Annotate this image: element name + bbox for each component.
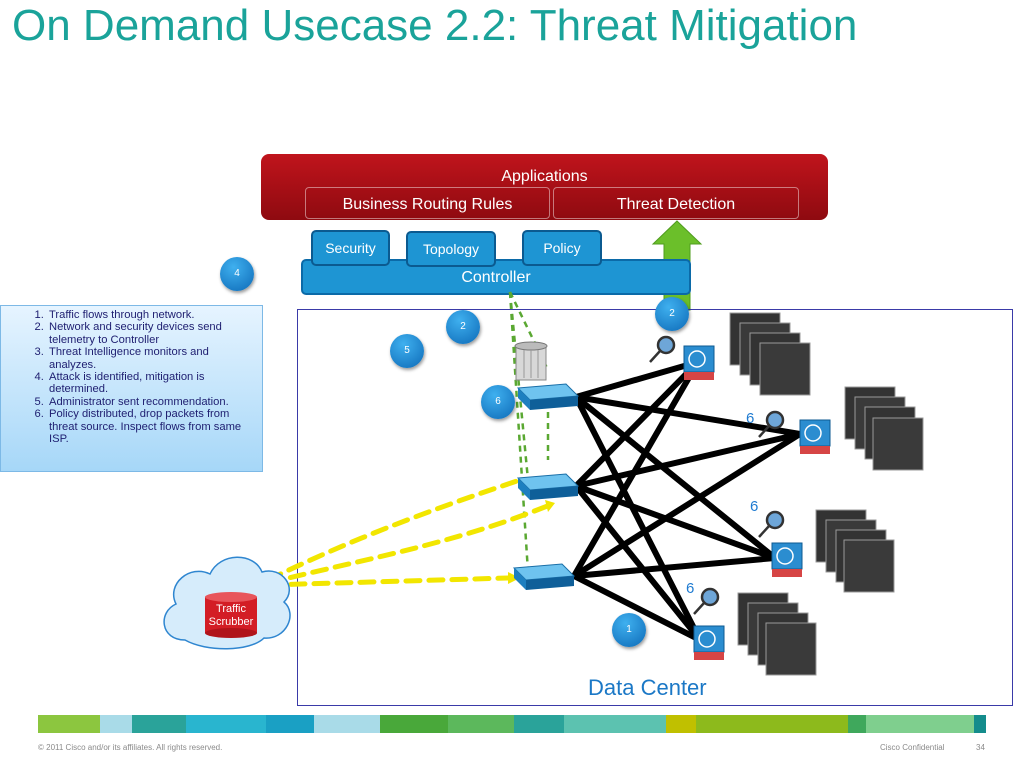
threat-detection-box: Threat Detection	[553, 187, 799, 219]
footer-bar-segment	[514, 715, 564, 733]
footer-bar-segment	[848, 715, 866, 733]
server-rack-group	[729, 312, 811, 396]
steps-list: Traffic flows through network. Network a…	[7, 309, 256, 445]
magnifier-icon	[758, 510, 785, 538]
magnifier-icon	[649, 335, 676, 363]
step-item: Policy distributed, drop packets from th…	[47, 408, 256, 445]
business-routing-rules-box: Business Routing Rules	[305, 187, 550, 219]
firewall-icon	[683, 345, 715, 380]
step-item: Traffic flows through network.	[47, 309, 256, 321]
magnifier-icons	[649, 335, 785, 615]
link	[573, 394, 778, 561]
server-rack-group	[815, 509, 895, 593]
link	[573, 431, 803, 489]
firewall-icon	[799, 419, 831, 454]
footer-bar-segment	[564, 715, 666, 733]
switch-icon	[516, 473, 580, 500]
step-badge-4: 4	[220, 257, 254, 291]
switch-icon	[512, 563, 576, 590]
step-badge-1: 1	[612, 613, 646, 647]
yellow-dashed-flows	[265, 477, 553, 588]
footer-bar-segment	[100, 715, 132, 733]
traffic-scrubber-label: Traffic Scrubber	[203, 603, 259, 629]
link	[573, 483, 778, 561]
step-badge-5: 5	[390, 334, 424, 368]
footer-bar-segment	[448, 715, 514, 733]
footer-bar-segment	[696, 715, 848, 733]
step-item: Threat Intelligence monitors and analyze…	[47, 346, 256, 371]
data-center-label: Data Center	[588, 675, 707, 700]
link	[573, 359, 701, 489]
scrubber-line-1: Traffic	[216, 603, 246, 615]
server-rack-group	[844, 386, 924, 471]
step-badge-2: 2	[655, 297, 689, 331]
policy-marker-6: 6	[746, 410, 755, 427]
firewall-icon	[693, 625, 725, 660]
green-dashed-flows	[508, 291, 550, 573]
policy-module: Policy	[522, 230, 602, 266]
scrubber-line-2: Scrubber	[208, 616, 254, 628]
link	[573, 394, 703, 643]
footer-page-number: 34	[976, 743, 985, 752]
magnifier-icon	[758, 410, 785, 438]
steps-panel: Traffic flows through network. Network a…	[0, 305, 263, 472]
footer-bar-segment	[266, 715, 314, 733]
link	[571, 431, 803, 579]
network-links	[571, 359, 803, 643]
scrub-flow	[265, 502, 553, 586]
policy-marker-6: 6	[750, 498, 759, 515]
step-item: Attack is identified, mitigation is dete…	[47, 371, 256, 396]
flow-line	[508, 291, 550, 371]
slide-title: On Demand Usecase 2.2: Threat Mitigation	[12, 1, 858, 50]
footer-confidential: Cisco Confidential	[880, 743, 945, 752]
step-badge-2: 2	[446, 310, 480, 344]
footer-bar-segment	[380, 715, 448, 733]
policy-marker-6: 6	[686, 580, 695, 597]
applications-box: Applications Business Routing Rules Thre…	[261, 154, 828, 220]
footer-bar-segment	[186, 715, 266, 733]
scrub-flow	[265, 477, 523, 583]
firewall-icon	[771, 542, 803, 577]
trash-can-icon	[514, 341, 548, 381]
topology-module: Topology	[406, 231, 496, 267]
link	[573, 359, 701, 400]
switch-icon	[516, 383, 580, 410]
scrub-flow	[265, 575, 511, 588]
link	[573, 483, 703, 643]
footer-bar-segment	[132, 715, 186, 733]
yellow-arrowhead	[545, 500, 555, 512]
footer-bar-segment	[314, 715, 380, 733]
step-item: Network and security devices send teleme…	[47, 321, 256, 346]
link	[571, 555, 778, 579]
footer-copyright: © 2011 Cisco and/or its affiliates. All …	[38, 743, 223, 752]
flow-line	[508, 291, 530, 573]
footer-bar-segment	[974, 715, 986, 733]
security-module: Security	[311, 230, 390, 266]
server-rack-group	[737, 592, 817, 676]
applications-label: Applications	[501, 168, 588, 185]
link	[571, 573, 703, 643]
step-item: Administrator sent recommendation.	[47, 396, 256, 408]
database-icon	[205, 592, 257, 638]
step-badge-6: 6	[481, 385, 515, 419]
link	[573, 394, 803, 437]
footer-bar-segment	[866, 715, 974, 733]
flow-line	[508, 291, 530, 481]
footer-bar-segment	[666, 715, 696, 733]
magnifier-icon	[693, 587, 720, 615]
footer-bar-segment	[38, 715, 100, 733]
link	[571, 359, 701, 579]
